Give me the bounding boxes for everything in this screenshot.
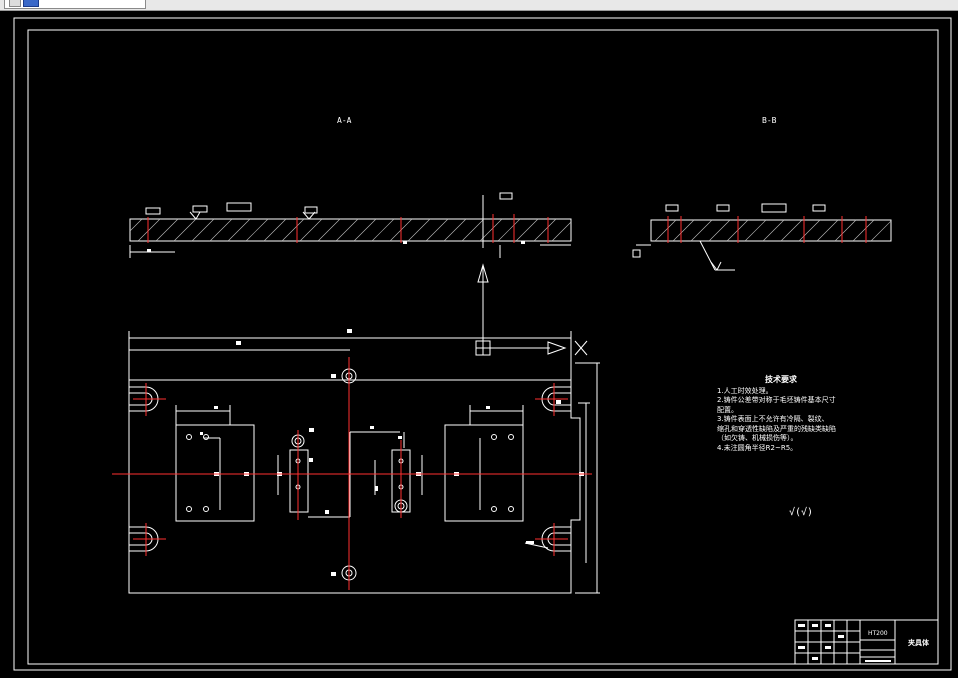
section-aa-view: [129, 192, 572, 258]
title-block-marks: [798, 624, 891, 662]
requirement-line: 缩孔和穿透性缺陷及严重的残缺类缺陷: [717, 424, 836, 433]
material-label: HT200: [868, 630, 888, 637]
section-bb-centerlines: [667, 216, 867, 243]
section-bb-view: [632, 203, 892, 271]
requirement-line: （如欠铸、机械损伤等）。: [717, 434, 798, 442]
section-aa-centerlines: [147, 214, 549, 243]
section-aa-label: A-A: [337, 116, 352, 125]
window-top-bar: [0, 0, 958, 11]
sheet-inner-border: [27, 29, 939, 665]
technical-requirements: 技术要求 1.人工时效处理。 2.铸件公差带对称于毛坯铸件基本尺寸 配置。 3.…: [717, 375, 836, 453]
part-name: 夹具体: [908, 639, 929, 647]
roughness-symbol: √(√): [789, 507, 814, 518]
sheet-outer-border: [13, 17, 952, 671]
section-bb-label: B-B: [762, 116, 777, 125]
requirement-line: 2.铸件公差带对称于毛坯铸件基本尺寸: [717, 396, 836, 404]
drawing-canvas[interactable]: A-A B-B √(√) 技术要求 1.人工时效处理。 2.铸件公差带对称于毛坯…: [0, 11, 958, 678]
plan-centerlines: [112, 357, 592, 590]
requirement-line: 1.人工时效处理。: [717, 386, 773, 395]
document-tab[interactable]: [4, 0, 146, 9]
cad-drawing: [13, 17, 952, 671]
requirement-line: 配置。: [717, 405, 738, 414]
plan-view: [128, 331, 600, 594]
dimension-markers: [147, 241, 584, 576]
view-direction-arrow: [475, 263, 588, 356]
technical-requirements-title: 技术要求: [765, 375, 797, 384]
drawing-file-icon: [23, 0, 39, 7]
window-icon: [9, 0, 21, 7]
requirement-line: 4.未注圆角半径R2~R5。: [717, 443, 798, 452]
title-block: [794, 619, 939, 665]
requirement-line: 3.铸件表面上不允许有冷隔、裂纹、: [717, 415, 829, 423]
